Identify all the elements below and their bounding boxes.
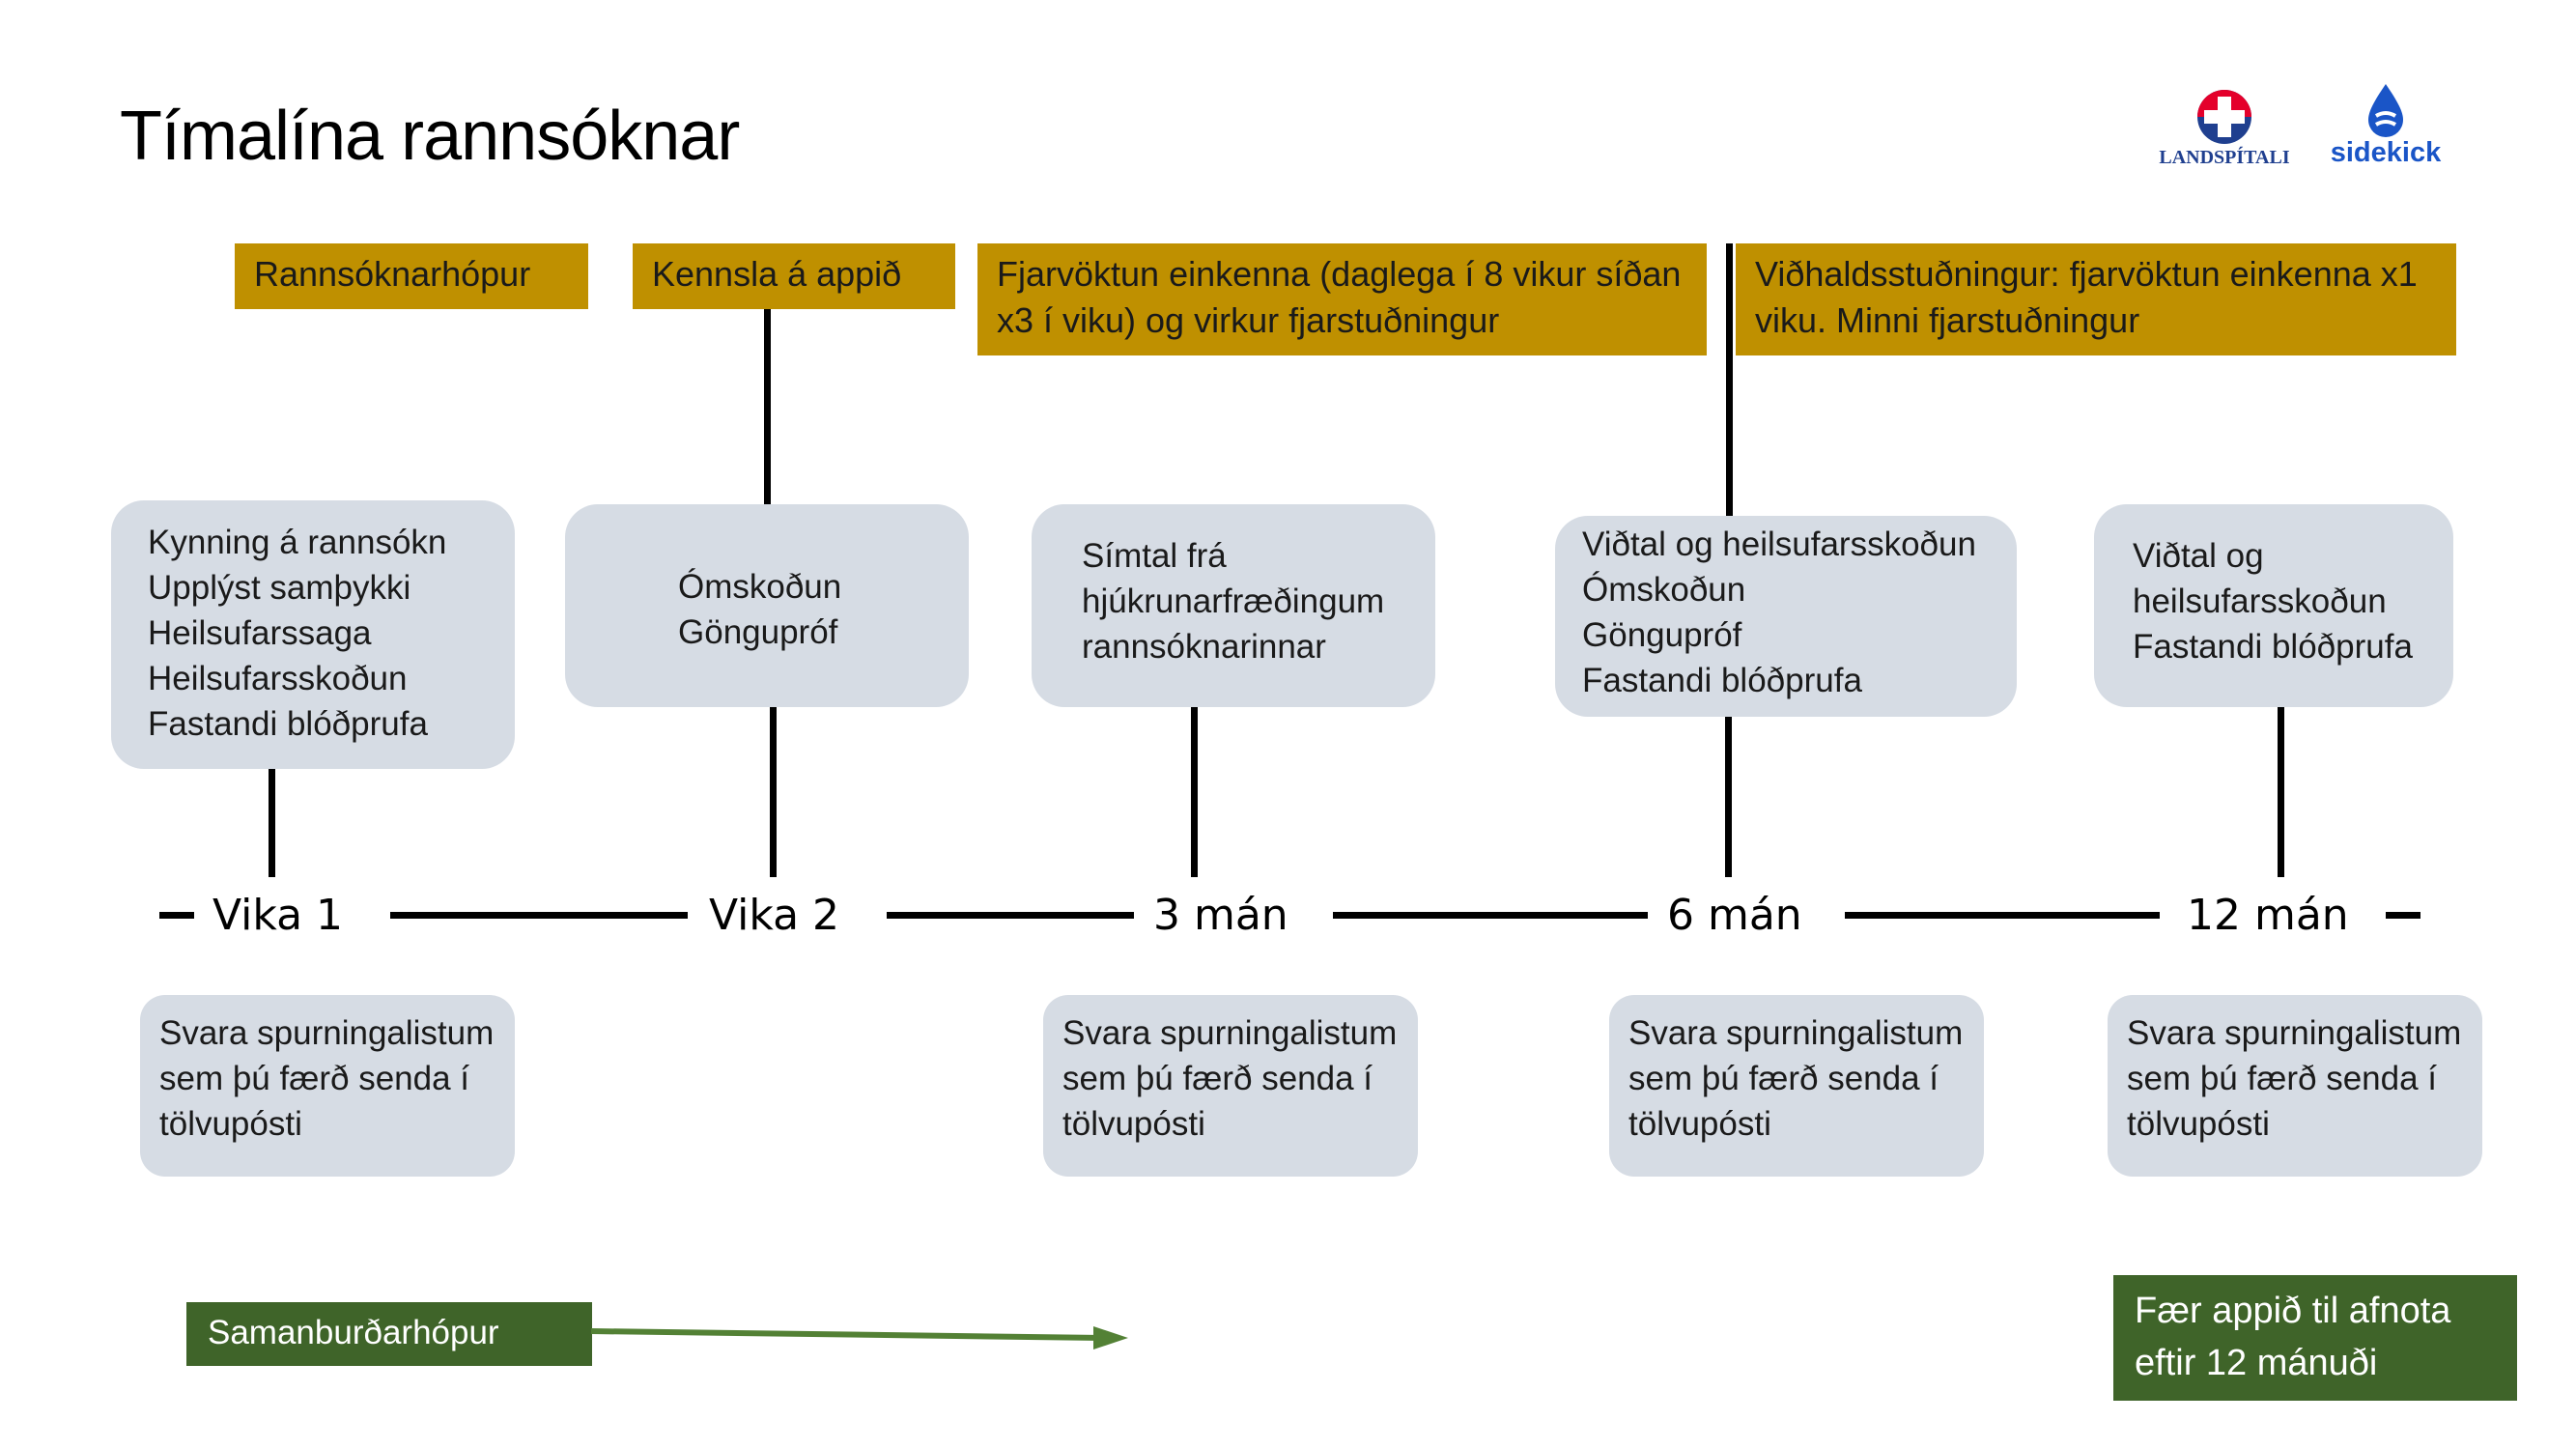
comparison-group-text: Samanburðarhópur xyxy=(208,1314,499,1351)
visit-box-week2: Ómskoðun Göngupróf xyxy=(565,504,969,707)
questionnaire-line: sem þú færð senda í xyxy=(2127,1060,2437,1097)
timeline-segment xyxy=(1333,912,1648,919)
visit-box-week1: Kynning á rannsókn Upplýst samþykki Heil… xyxy=(111,500,515,769)
comparison-group-label: Samanburðarhópur xyxy=(186,1302,592,1366)
timeline-segment xyxy=(1845,912,2160,919)
visit-line: Fastandi blóðprufa xyxy=(148,705,428,743)
page-title: Tímalína rannsóknar xyxy=(120,98,740,175)
questionnaire-line: tölvupósti xyxy=(2127,1105,2270,1143)
phase-line: x3 í viku) og virkur fjarstuðningur xyxy=(997,300,1500,340)
landspitali-logo-text: LANDSPÍTALI xyxy=(2159,147,2290,168)
questionnaire-line: sem þú færð senda í xyxy=(1628,1060,1939,1097)
timeline-label-week1: Vika 1 xyxy=(212,891,344,940)
questionnaire-box-12months: Svara spurningalistum sem þú færð senda … xyxy=(2108,995,2482,1177)
phase-line: viku. Minni fjarstuðningur xyxy=(1755,300,2140,340)
visit-line: Ómskoðun xyxy=(678,568,842,606)
questionnaire-line: Svara spurningalistum xyxy=(159,1014,495,1052)
landspitali-logo: LANDSPÍTALI xyxy=(2152,89,2297,178)
questionnaire-line: Svara spurningalistum xyxy=(1062,1014,1398,1052)
visit-line: Fastandi blóðprufa xyxy=(1582,662,1862,699)
connector-3months xyxy=(1191,707,1198,877)
phase-label: Kennsla á appið xyxy=(652,254,902,294)
visit-line: Símtal frá xyxy=(1082,537,1227,575)
sidekick-drop-icon xyxy=(2368,84,2403,137)
phase-research-group: Rannsóknarhópur xyxy=(235,243,588,309)
connector-6months xyxy=(1725,717,1732,877)
visit-box-6months: Viðtal og heilsufarsskoðun Ómskoðun Göng… xyxy=(1555,516,2017,717)
questionnaire-box-6months: Svara spurningalistum sem þú færð senda … xyxy=(1609,995,1984,1177)
sidekick-logo-text: sidekick xyxy=(2330,137,2442,168)
visit-line: Upplýst samþykki xyxy=(148,569,411,607)
questionnaire-box-week1: Svara spurningalistum sem þú færð senda … xyxy=(140,995,515,1177)
landspitali-cross-icon xyxy=(2197,90,2251,144)
timeline-segment xyxy=(2386,912,2420,919)
questionnaire-line: tölvupósti xyxy=(1628,1105,1771,1143)
questionnaire-line: tölvupósti xyxy=(1062,1105,1205,1143)
visit-line: Heilsufarsskoðun xyxy=(148,660,408,697)
connector-phase-divider xyxy=(1726,243,1733,516)
questionnaire-line: sem þú færð senda í xyxy=(1062,1060,1373,1097)
timeline-label-12months: 12 mán xyxy=(2187,891,2349,940)
visit-line: heilsufarsskoðun xyxy=(2133,582,2387,620)
visit-box-12months: Viðtal og heilsufarsskoðun Fastandi blóð… xyxy=(2094,504,2453,707)
timeline-segment xyxy=(159,912,194,919)
phase-line: Fjarvöktun einkenna (daglega í 8 vikur s… xyxy=(997,254,1682,294)
timeline-label-6months: 6 mán xyxy=(1667,891,1802,940)
visit-line: hjúkrunarfræðingum xyxy=(1082,582,1385,620)
phase-line: Viðhaldsstuðningur: fjarvöktun einkenna … xyxy=(1755,254,2418,294)
visit-line: Ómskoðun xyxy=(1582,571,1746,609)
visit-line: rannsóknarinnar xyxy=(1082,628,1326,666)
questionnaire-line: sem þú færð senda í xyxy=(159,1060,469,1097)
visit-line: Göngupróf xyxy=(1582,616,1742,654)
comparison-outcome-line: Fær appið til afnota xyxy=(2135,1291,2451,1331)
timeline-label-week2: Vika 2 xyxy=(709,891,840,940)
phase-label: Rannsóknarhópur xyxy=(254,254,531,294)
visit-line: Viðtal og xyxy=(2133,537,2264,575)
visit-line: Göngupróf xyxy=(678,613,838,651)
visit-line: Viðtal og heilsufarsskoðun xyxy=(1582,526,1976,563)
questionnaire-line: Svara spurningalistum xyxy=(1628,1014,1964,1052)
comparison-arrow xyxy=(591,1326,1128,1350)
timeline-segment xyxy=(887,912,1134,919)
connector-week2 xyxy=(770,707,777,877)
questionnaire-line: Svara spurningalistum xyxy=(2127,1014,2462,1052)
visit-line: Fastandi blóðprufa xyxy=(2133,628,2413,666)
visit-line: Kynning á rannsókn xyxy=(148,524,447,561)
visit-box-3months: Símtal frá hjúkrunarfræðingum rannsóknar… xyxy=(1032,504,1435,707)
connector-week1 xyxy=(269,769,275,877)
connector-12months xyxy=(2278,707,2284,877)
phase-app-training: Kennsla á appið xyxy=(633,243,955,309)
comparison-outcome-box: Fær appið til afnota eftir 12 mánuði xyxy=(2113,1275,2517,1401)
timeline-label-3months: 3 mán xyxy=(1153,891,1288,940)
questionnaire-box-3months: Svara spurningalistum sem þú færð senda … xyxy=(1043,995,1418,1177)
phase-maintenance: Viðhaldsstuðningur: fjarvöktun einkenna … xyxy=(1736,243,2456,355)
visit-line: Heilsufarssaga xyxy=(148,614,372,652)
comparison-outcome-line: eftir 12 mánuði xyxy=(2135,1343,2378,1383)
connector-training xyxy=(764,309,771,504)
sidekick-logo: sidekick xyxy=(2328,81,2444,174)
questionnaire-line: tölvupósti xyxy=(159,1105,302,1143)
phase-remote-monitoring: Fjarvöktun einkenna (daglega í 8 vikur s… xyxy=(977,243,1707,355)
timeline-segment xyxy=(390,912,688,919)
